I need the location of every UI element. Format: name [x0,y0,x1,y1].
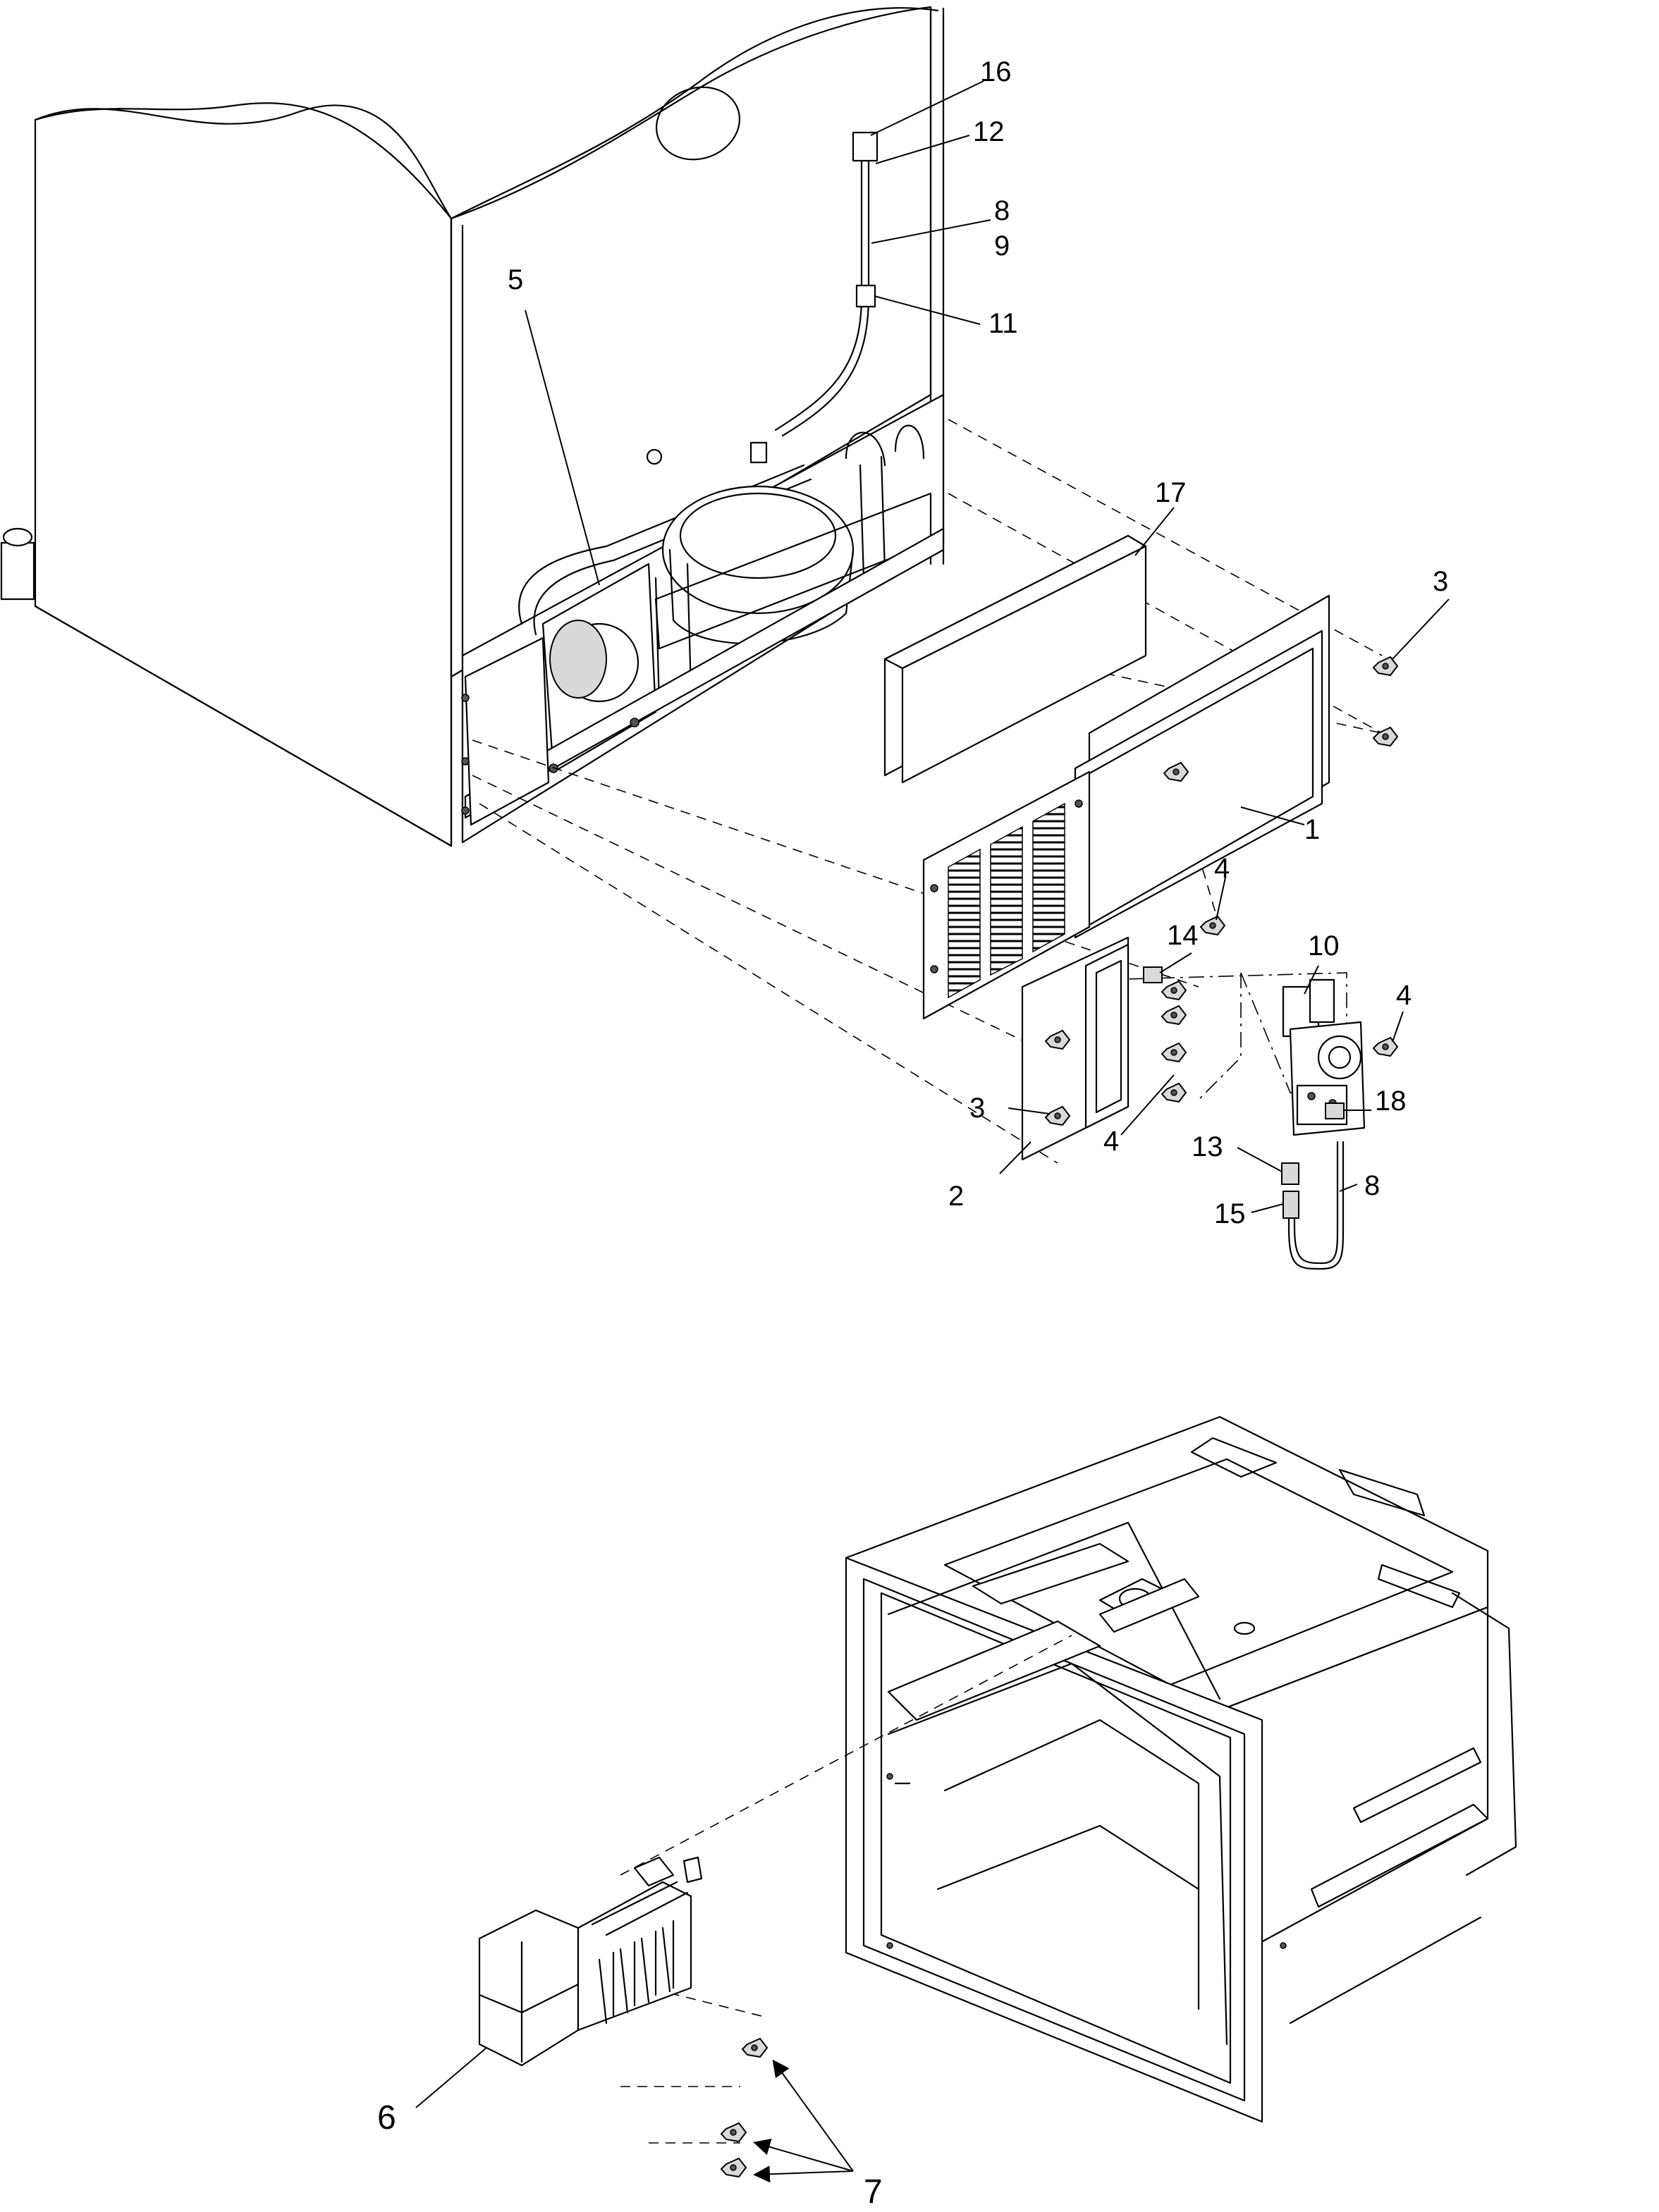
ice-maker-screws [720,2037,769,2178]
water-valve [1282,978,1366,1136]
callout-3-low: 3 [969,1093,985,1124]
callout-labels: 1 2 3 3 4 4 4 5 6 7 8 8 9 10 11 12 13 14… [377,56,1448,2211]
screw-4-a [1199,915,1226,936]
callout-8-lower: 8 [1364,1170,1380,1201]
callout-8-upper: 8 [994,195,1010,226]
screw-14-b [1161,1004,1187,1026]
callout-14: 14 [1167,920,1199,951]
freezer-liner [845,1415,1517,2123]
screw-4-valve [1372,1036,1399,1057]
callout-18: 18 [1375,1086,1407,1117]
bracket-plate [1021,936,1130,1161]
screw-7-b [720,2122,747,2143]
screw-3-mid [1372,726,1399,747]
callout-16: 16 [980,56,1012,87]
insulation-block [883,534,1147,784]
callout-4-mid: 4 [1214,853,1230,884]
screw-14-a [1161,980,1187,1001]
water-line-lower [1281,1102,1345,1270]
callout-13: 13 [1192,1131,1223,1162]
leader-lines-lower [415,2047,854,2183]
screw-4-c [1161,1082,1187,1103]
access-panel [922,594,1330,1020]
machine-compartment [461,393,945,844]
callout-17: 17 [1155,477,1187,508]
callout-4-low: 4 [1103,1126,1119,1157]
screw-panel-1 [1163,761,1189,782]
callout-11: 11 [988,308,1018,339]
callout-12: 12 [973,116,1005,147]
leader-lines-upper [525,80,1450,1213]
refrigerator-cabinet [0,6,945,847]
screw-7-a [741,2037,769,2058]
screw-3-low [1044,1105,1071,1126]
callout-7: 7 [864,2173,883,2211]
screw-3-top [1372,656,1399,677]
callout-9: 9 [994,231,1010,262]
callout-5: 5 [508,264,523,295]
callout-3-top: 3 [1433,566,1448,597]
callout-6: 6 [377,2099,396,2137]
screw-7-c [720,2157,747,2178]
fitting-15 [1282,1191,1299,1219]
callout-15: 15 [1214,1198,1246,1229]
callout-4-valve: 4 [1396,980,1412,1011]
screws-upper [1044,656,1399,1126]
fitting-13 [1281,1162,1299,1185]
callout-1: 1 [1304,814,1320,845]
clip-14 [1143,966,1163,983]
ice-maker [478,1856,703,2067]
callout-10: 10 [1308,930,1340,961]
water-line-upper [774,131,879,437]
screw-bracket-1 [1044,1029,1071,1050]
fitting-18 [1325,1102,1345,1119]
callout-2: 2 [948,1181,964,1212]
screw-4-b [1161,1042,1187,1063]
